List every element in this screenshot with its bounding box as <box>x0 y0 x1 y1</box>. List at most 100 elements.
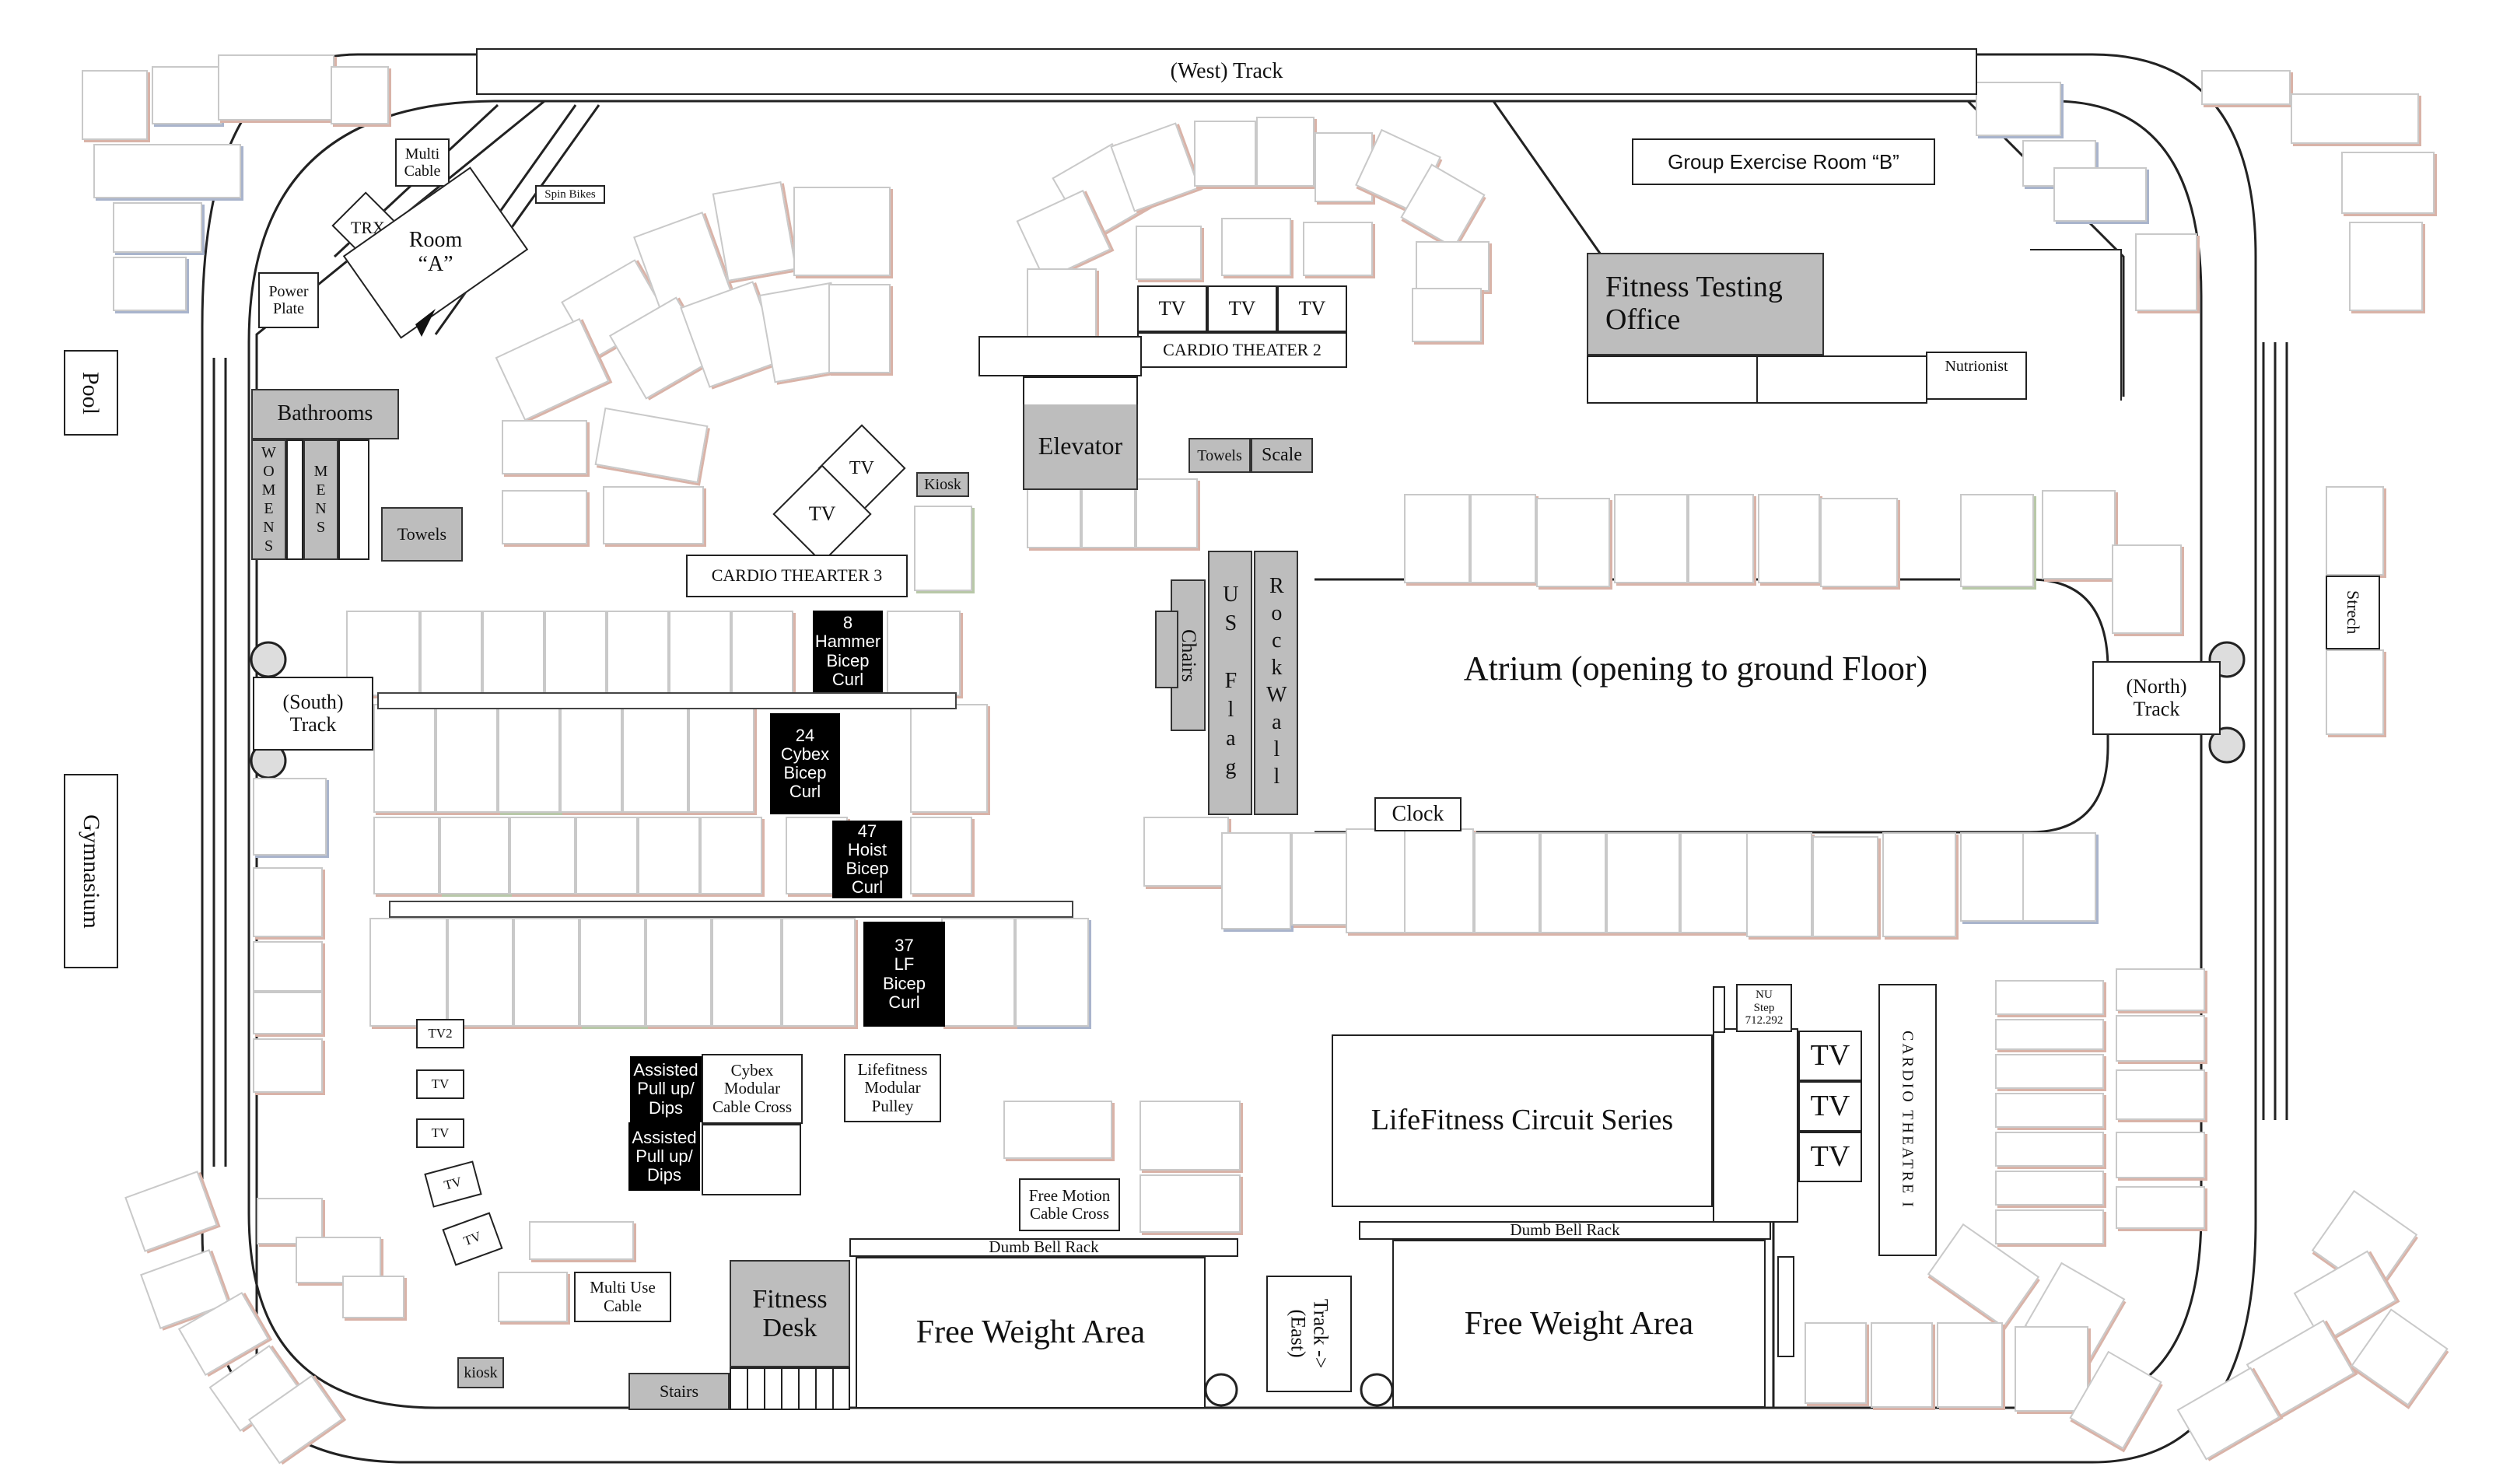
machine <box>793 187 891 276</box>
machine <box>1680 832 1750 933</box>
stretch: Strech <box>2326 576 2380 649</box>
womens-text: WOMENS <box>260 443 278 556</box>
assisted-pull-up-2: Assisted Pull up/ Dips <box>628 1122 700 1191</box>
machine <box>253 867 323 937</box>
machine <box>113 202 202 253</box>
machine <box>1139 1101 1241 1171</box>
machine <box>1995 980 2104 1015</box>
east-track-text: Track -> (East) <box>1287 1299 1332 1369</box>
machine <box>218 54 334 121</box>
machine <box>607 611 669 696</box>
machine <box>253 941 323 992</box>
rock-wall-text: RockWall <box>1264 574 1289 792</box>
machine <box>93 144 241 198</box>
machine <box>700 817 762 894</box>
machine <box>1346 828 1408 933</box>
theater2-ledge <box>978 336 1142 376</box>
machine <box>638 817 700 894</box>
machine <box>1805 1322 1867 1404</box>
machine <box>914 506 972 591</box>
gymnasium-text: Gymnasium <box>78 814 104 929</box>
cardio-theatre-1-text: CARDIO THEATRE I <box>1899 1031 1917 1209</box>
machine <box>1470 494 1536 583</box>
machine <box>1027 478 1081 548</box>
bench-row-2 <box>389 901 1073 918</box>
office-cell-2 <box>1756 355 1927 404</box>
machine <box>529 1221 634 1260</box>
multi-cable: Multi Cable <box>395 138 450 187</box>
machine <box>603 486 704 544</box>
machine <box>2022 832 2096 922</box>
free-weight-area-2: Free Weight Area <box>1392 1240 1766 1408</box>
lifefitness-circuit-series: LifeFitness Circuit Series <box>1332 1034 1713 1207</box>
machine <box>513 918 579 1027</box>
machine <box>1995 1054 2104 1089</box>
machine <box>1995 1171 2104 1206</box>
machine <box>669 611 731 696</box>
machine <box>1404 494 1470 583</box>
atrium: Atrium (opening to ground Floor) <box>1463 649 1928 688</box>
machine <box>2116 1186 2205 1229</box>
machine <box>152 66 222 124</box>
machine <box>2135 233 2197 311</box>
machine <box>342 1276 404 1318</box>
machine <box>2291 93 2419 144</box>
machine <box>1871 1322 1933 1408</box>
machine <box>2053 167 2147 222</box>
kiosk-1: Kiosk <box>916 472 969 497</box>
machine <box>1995 1132 2104 1167</box>
elevator: Elevator <box>1023 403 1138 490</box>
power-plate: Power Plate <box>258 272 319 328</box>
machine <box>1995 1209 2104 1244</box>
machine <box>688 704 754 813</box>
womens-bathroom: WOMENS <box>251 439 286 560</box>
machine <box>1820 498 1898 587</box>
cardio-theater-3: CARDIO THEARTER 3 <box>686 555 908 597</box>
machine <box>82 70 148 140</box>
bathroom-divider <box>286 439 303 560</box>
machine <box>2015 1326 2088 1412</box>
cybex-bicep-curl: 24 Cybex Bicep Curl <box>770 713 840 814</box>
machine <box>1540 832 1606 933</box>
machine <box>2116 1015 2205 1062</box>
machine <box>2116 1069 2205 1120</box>
dumb-bell-rack-1: Dumb Bell Rack <box>849 1238 1238 1257</box>
circuit-side-panel <box>1713 1028 1798 1223</box>
tv-theater1-b: TV <box>1798 1081 1862 1132</box>
bench-row-1 <box>377 692 957 709</box>
machine <box>1291 832 1353 926</box>
machine <box>910 704 988 813</box>
tv-text: TV <box>849 457 875 478</box>
machine <box>1976 82 2061 136</box>
west-track: (West) Track <box>476 48 1977 95</box>
cardio-theatre-1: CARDIO THEATRE I <box>1878 984 1937 1256</box>
machine <box>1812 836 1878 937</box>
machine <box>2116 968 2205 1011</box>
tv-theater1-a: TV <box>1798 1031 1862 1081</box>
north-track: (North) Track <box>2092 661 2221 735</box>
machine <box>1303 222 1373 276</box>
mens-bathroom: MENS <box>303 439 338 560</box>
machine <box>1960 832 2026 922</box>
towels-1: Towels <box>381 507 463 562</box>
machine <box>1474 832 1540 933</box>
east-track: Track -> (East) <box>1266 1276 1352 1392</box>
cybex-modular-cable-cross: Cybex Modular Cable Cross <box>702 1054 803 1124</box>
hoist-bicep-curl: 47 Hoist Bicep Curl <box>832 821 902 898</box>
dumb-bell-rack-2: Dumb Bell Rack <box>1359 1221 1771 1240</box>
machine <box>2326 486 2384 576</box>
gymnasium-label: Gymnasium <box>64 774 118 968</box>
machine <box>482 611 544 696</box>
free-motion-cable-cross: Free Motion Cable Cross <box>1019 1178 1120 1231</box>
tv-theater2-c: TV <box>1277 285 1347 332</box>
machine <box>1536 498 1610 587</box>
machine <box>579 918 646 1027</box>
pool-text: Pool <box>78 371 104 415</box>
machine <box>2042 490 2116 579</box>
machine <box>253 992 323 1034</box>
tv-text: TV <box>808 502 836 525</box>
machine <box>622 704 688 813</box>
stretch-text: Strech <box>2344 590 2364 635</box>
machine <box>369 918 447 1027</box>
machine <box>1194 121 1256 187</box>
